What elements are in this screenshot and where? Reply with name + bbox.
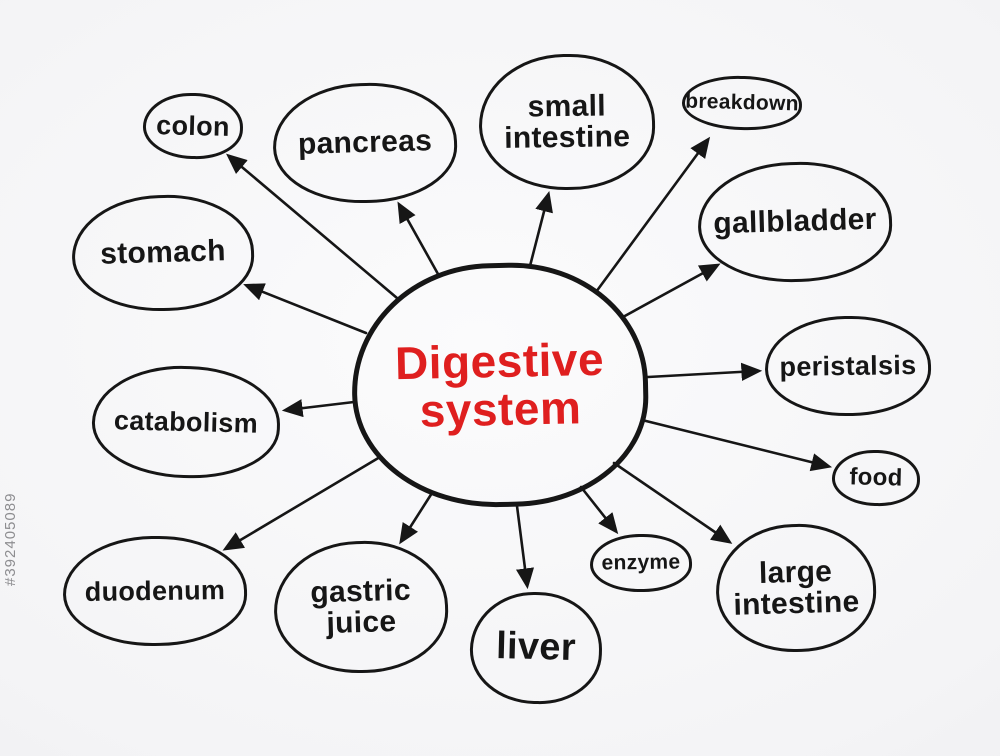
arrow-to-enzyme xyxy=(579,485,619,535)
node-catabolism-label: catabolism xyxy=(113,405,259,439)
node-food: food xyxy=(831,448,921,508)
arrow-to-catabolism xyxy=(281,399,356,418)
node-enzyme-label: enzyme xyxy=(601,550,681,575)
node-breakdown-label: breakdown xyxy=(684,89,800,116)
node-liver-label: liver xyxy=(495,625,577,670)
node-peristalsis: peristalsis xyxy=(764,314,932,418)
node-peristalsis-label: peristalsis xyxy=(779,349,917,382)
arrow-to-duodenum xyxy=(222,455,382,551)
arrow-to-breakdown xyxy=(594,136,711,294)
arrow-to-pancreas xyxy=(397,201,440,276)
arrow-to-gastric-juice xyxy=(399,491,434,545)
node-colon-label: colon xyxy=(155,109,231,142)
node-gastric-juice-label: gastric juice xyxy=(309,573,412,640)
arrow-to-large-intestine xyxy=(612,461,733,544)
node-enzyme: enzyme xyxy=(589,533,693,593)
arrow-to-food xyxy=(640,418,833,472)
node-duodenum-label: duodenum xyxy=(84,574,226,607)
node-food-label: food xyxy=(849,463,903,493)
watermark-id: #392405089 xyxy=(2,492,19,587)
arrow-to-gallbladder xyxy=(621,263,721,319)
arrow-to-colon xyxy=(226,153,399,300)
node-pancreas-label: pancreas xyxy=(297,124,433,162)
node-gallbladder-label: gallbladder xyxy=(712,202,878,241)
node-stomach-label: stomach xyxy=(99,234,227,271)
center-node-label: Digestive system xyxy=(394,332,605,437)
node-small-intestine-label: small intestine xyxy=(503,88,631,155)
node-small-intestine: small intestine xyxy=(478,52,656,192)
arrow-to-small-intestine xyxy=(528,190,553,268)
node-duodenum: duodenum xyxy=(62,534,248,648)
arrow-to-stomach xyxy=(243,283,368,335)
node-large-intestine-label: large intestine xyxy=(732,554,860,622)
arrow-to-liver xyxy=(515,504,535,590)
arrow-to-peristalsis xyxy=(646,362,763,381)
